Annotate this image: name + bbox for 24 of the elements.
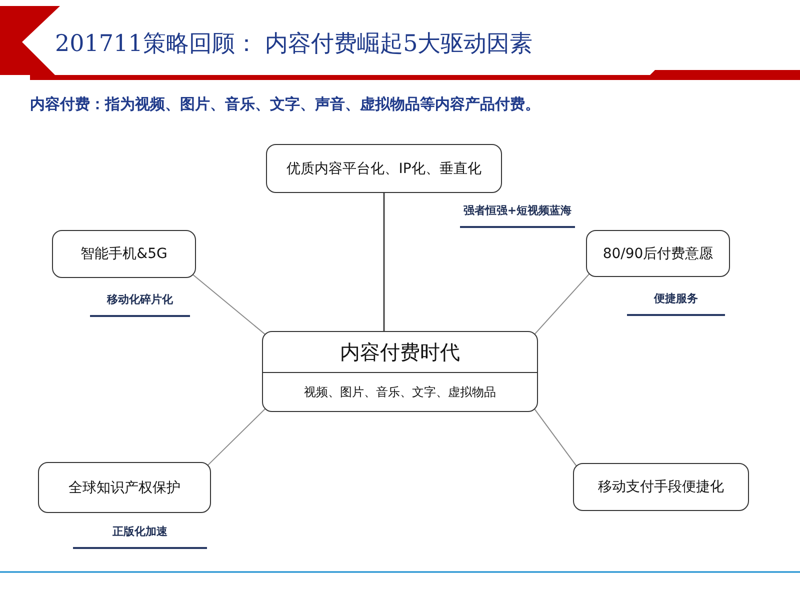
annotation-text: 移动化碎片化 — [90, 292, 190, 317]
box-text: 移动支付手段便捷化 — [598, 478, 724, 496]
factor-box — [573, 463, 749, 511]
subtitle: 内容付费：指为视频、图片、音乐、文字、声音、虚拟物品等内容产品付费。 — [30, 95, 540, 114]
factor-box — [586, 230, 730, 277]
connector-line — [383, 193, 385, 331]
box-text: 优质内容平台化、IP化、垂直化 — [286, 160, 482, 178]
connector-line — [190, 272, 268, 336]
box-text: 80/90后付费意愿 — [602, 244, 714, 262]
central-box — [262, 331, 538, 412]
title: 201711策略回顾： 内容付费崛起5大驱动因素 — [55, 30, 533, 59]
factor-box — [266, 144, 502, 193]
factor-box — [52, 230, 196, 278]
body-text: 视频、图片、音乐、文字、虚拟物品 — [263, 372, 537, 411]
annotation-text: 便捷服务 — [627, 291, 725, 316]
connector-line — [532, 272, 592, 336]
heading-text: 内容付费时代 — [340, 339, 460, 366]
box-text: 全球知识产权保护 — [68, 478, 180, 496]
connector-line — [532, 406, 578, 468]
connector-line — [206, 406, 268, 468]
box-text: 智能手机&5G — [80, 245, 168, 263]
annotation-text: 强者恒强+短视频蓝海 — [460, 203, 575, 228]
factor-box — [38, 462, 211, 513]
annotation-text: 正版化加速 — [73, 524, 207, 549]
